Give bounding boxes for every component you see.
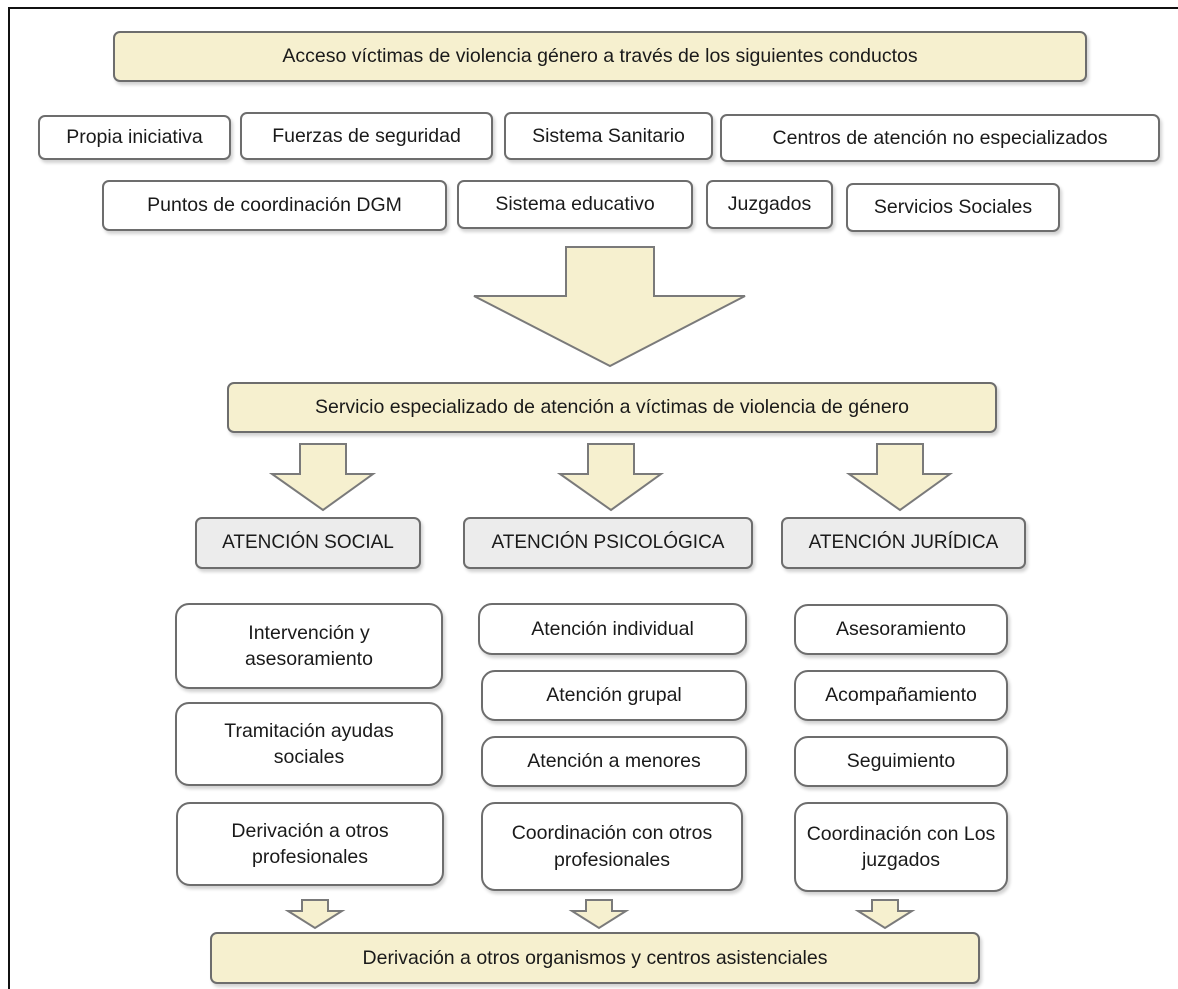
juridica-item-label: Asesoramiento xyxy=(835,618,967,641)
psicologica-item-box: Coordinación con otros profesionales xyxy=(481,802,743,891)
access-source-box: Sistema Sanitario xyxy=(504,112,713,160)
access-source-box: Juzgados xyxy=(706,180,833,229)
juridica-item-label: Seguimiento xyxy=(846,750,956,773)
column-header-label: ATENCIÓN SOCIAL xyxy=(222,532,394,554)
psicologica-item-label: Coordinación con otros profesionales xyxy=(511,822,713,871)
access-title-box: Acceso víctimas de violencia género a tr… xyxy=(113,31,1087,82)
juridica-item-box: Seguimiento xyxy=(794,736,1008,787)
social-item-label: Tramitación ayudas sociales xyxy=(224,719,394,768)
social-item-box: Intervención y asesoramiento xyxy=(175,603,443,689)
psicologica-item-label: Atención individual xyxy=(531,617,694,640)
small-arrow-juridica xyxy=(854,899,916,930)
psicologica-item-label: Atención a menores xyxy=(527,750,701,773)
access-source-label: Centros de atención no especializados xyxy=(772,126,1108,149)
social-item-box: Derivación a otros profesionales xyxy=(176,802,444,886)
header-atencion-juridica: ATENCIÓN JURÍDICA xyxy=(781,517,1026,569)
psicologica-item-box: Atención a menores xyxy=(481,736,747,787)
psicologica-item-box: Atención individual xyxy=(478,603,747,655)
juridica-item-label: Acompañamiento xyxy=(825,684,977,707)
access-source-label: Sistema educativo xyxy=(495,193,655,216)
small-arrow-social xyxy=(284,899,346,930)
service-text: Servicio especializado de atención a víc… xyxy=(314,396,910,419)
diagram-frame xyxy=(8,7,1178,989)
down-arrow-juridica xyxy=(845,443,954,512)
access-source-label: Servicios Sociales xyxy=(873,196,1033,219)
juridica-item-box: Asesoramiento xyxy=(794,604,1008,655)
access-source-label: Propia iniciativa xyxy=(66,126,203,149)
social-item-label: Derivación a otros profesionales xyxy=(231,819,389,868)
juridica-item-label: Coordinación con Los juzgados xyxy=(806,822,996,871)
access-source-box: Sistema educativo xyxy=(457,180,693,229)
footer-text: Derivación a otros organismos y centros … xyxy=(362,946,828,969)
down-arrow-social xyxy=(268,443,377,512)
footer-box: Derivación a otros organismos y centros … xyxy=(210,932,980,984)
header-atencion-psicologica: ATENCIÓN PSICOLÓGICA xyxy=(463,517,753,569)
down-arrow-psicologica xyxy=(556,443,665,512)
access-source-label: Puntos de coordinación DGM xyxy=(147,194,402,217)
access-source-box: Fuerzas de seguridad xyxy=(240,112,493,160)
small-arrow-psicologica xyxy=(568,899,630,930)
psicologica-item-label: Atención grupal xyxy=(546,684,682,707)
access-source-box: Propia iniciativa xyxy=(38,115,231,160)
juridica-item-box: Acompañamiento xyxy=(794,670,1008,721)
column-header-label: ATENCIÓN JURÍDICA xyxy=(808,532,999,554)
access-source-label: Sistema Sanitario xyxy=(532,124,685,147)
juridica-item-box: Coordinación con Los juzgados xyxy=(794,802,1008,892)
big-down-arrow xyxy=(473,246,746,368)
access-source-label: Juzgados xyxy=(727,193,812,216)
access-title-text: Acceso víctimas de violencia género a tr… xyxy=(282,45,918,68)
psicologica-item-box: Atención grupal xyxy=(481,670,747,721)
access-source-box: Servicios Sociales xyxy=(846,183,1060,232)
column-header-label: ATENCIÓN PSICOLÓGICA xyxy=(491,532,725,554)
header-atencion-social: ATENCIÓN SOCIAL xyxy=(195,517,421,569)
access-source-box: Puntos de coordinación DGM xyxy=(102,180,447,231)
social-item-box: Tramitación ayudas sociales xyxy=(175,702,443,786)
access-source-label: Fuerzas de seguridad xyxy=(272,124,461,147)
service-box: Servicio especializado de atención a víc… xyxy=(227,382,997,433)
social-item-label: Intervención y asesoramiento xyxy=(245,621,373,670)
access-source-box: Centros de atención no especializados xyxy=(720,114,1160,162)
